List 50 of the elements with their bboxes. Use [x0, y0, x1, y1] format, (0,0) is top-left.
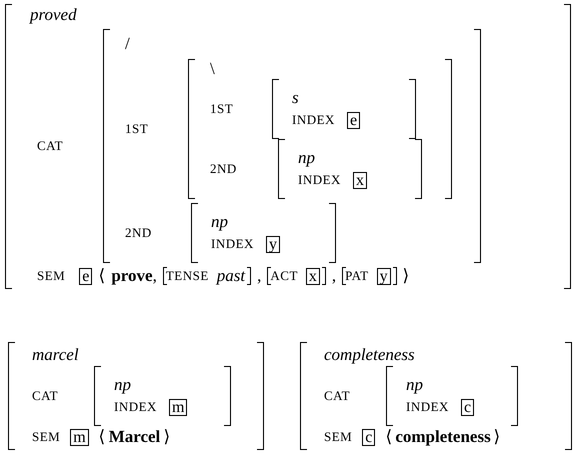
type-label: np — [211, 212, 228, 231]
feature-label: INDEX — [298, 171, 341, 189]
feature-label: 2ND — [125, 224, 153, 242]
feature-label: CAT — [32, 387, 60, 406]
type-label: np — [406, 375, 423, 394]
angle-bracket: ⟨ — [385, 426, 392, 448]
type-label: np — [114, 375, 131, 394]
coindex-tag: m — [168, 398, 188, 416]
feature-label: SEM — [37, 267, 66, 285]
type-label: proved — [30, 5, 77, 24]
angle-bracket: ⟩ — [494, 426, 501, 448]
relation-name: completeness — [395, 426, 491, 448]
feature-label: CAT — [37, 137, 64, 156]
feature-label: INDEX — [406, 398, 449, 416]
type-label: s — [292, 88, 299, 107]
feature-label: INDEX — [292, 111, 335, 129]
coindex-tag: y — [376, 268, 391, 284]
coindex-tag: e — [79, 268, 92, 284]
feature-label: SEM — [32, 428, 60, 446]
feature-label: 1ST — [125, 120, 150, 138]
relation-name: prove, — [111, 265, 157, 287]
coindex-tag: c — [362, 428, 376, 446]
feature-label: INDEX — [211, 235, 254, 253]
type-label: marcel — [32, 345, 79, 364]
coindex-tag: x — [352, 172, 367, 188]
type-label: np — [298, 148, 315, 167]
feature-label: 1ST — [210, 100, 234, 118]
feature-label: SEM — [324, 428, 352, 446]
angle-bracket: ⟩ — [402, 265, 410, 287]
relation-name: Marcel — [108, 426, 160, 448]
angle-bracket: ⟩ — [163, 426, 170, 448]
value-label: past — [216, 267, 246, 285]
coindex-tag: e — [346, 112, 360, 128]
feature-label: TENSE — [166, 267, 209, 285]
feature-label: CAT — [324, 387, 352, 406]
feature-label: ACT — [270, 267, 298, 285]
feature-label: 2ND — [210, 160, 238, 178]
coindex-tag: m — [70, 428, 89, 446]
type-label: / — [125, 34, 130, 53]
feature-label: INDEX — [114, 398, 157, 416]
coindex-tag: c — [460, 398, 474, 416]
feature-label: PAT — [345, 267, 369, 285]
angle-bracket: ⟨ — [98, 265, 106, 287]
type-label: \ — [210, 59, 215, 78]
coindex-tag: y — [266, 236, 280, 252]
type-label: completeness — [324, 345, 415, 364]
comma: , — [257, 265, 262, 287]
angle-bracket: ⟨ — [98, 426, 106, 448]
coindex-tag: x — [306, 268, 320, 284]
comma: , — [332, 265, 336, 287]
